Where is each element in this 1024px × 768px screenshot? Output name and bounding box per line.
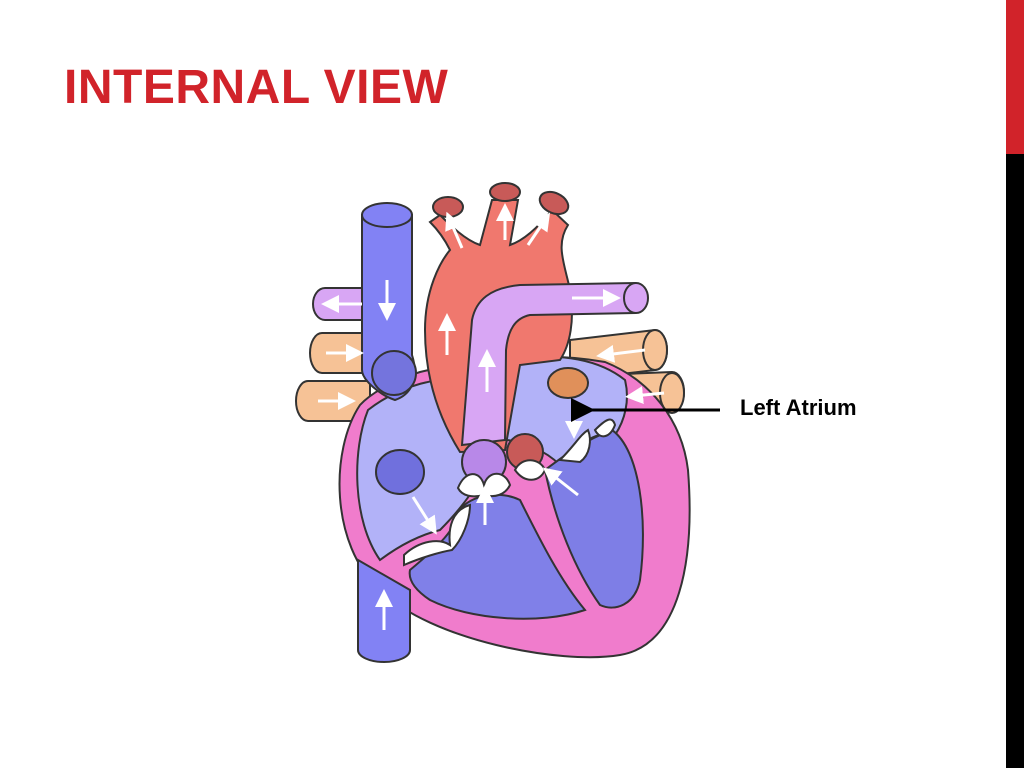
flow-arrows <box>318 203 665 630</box>
coronary-sinus <box>375 449 425 495</box>
left-atrium-label: Left Atrium <box>740 395 857 420</box>
accent-bar <box>1006 0 1024 154</box>
side-bar <box>1006 154 1024 768</box>
slide-title: INTERNAL VIEW <box>64 61 449 114</box>
pulmonary-vein-opening <box>547 367 589 399</box>
pulmonary-artery <box>460 281 649 447</box>
